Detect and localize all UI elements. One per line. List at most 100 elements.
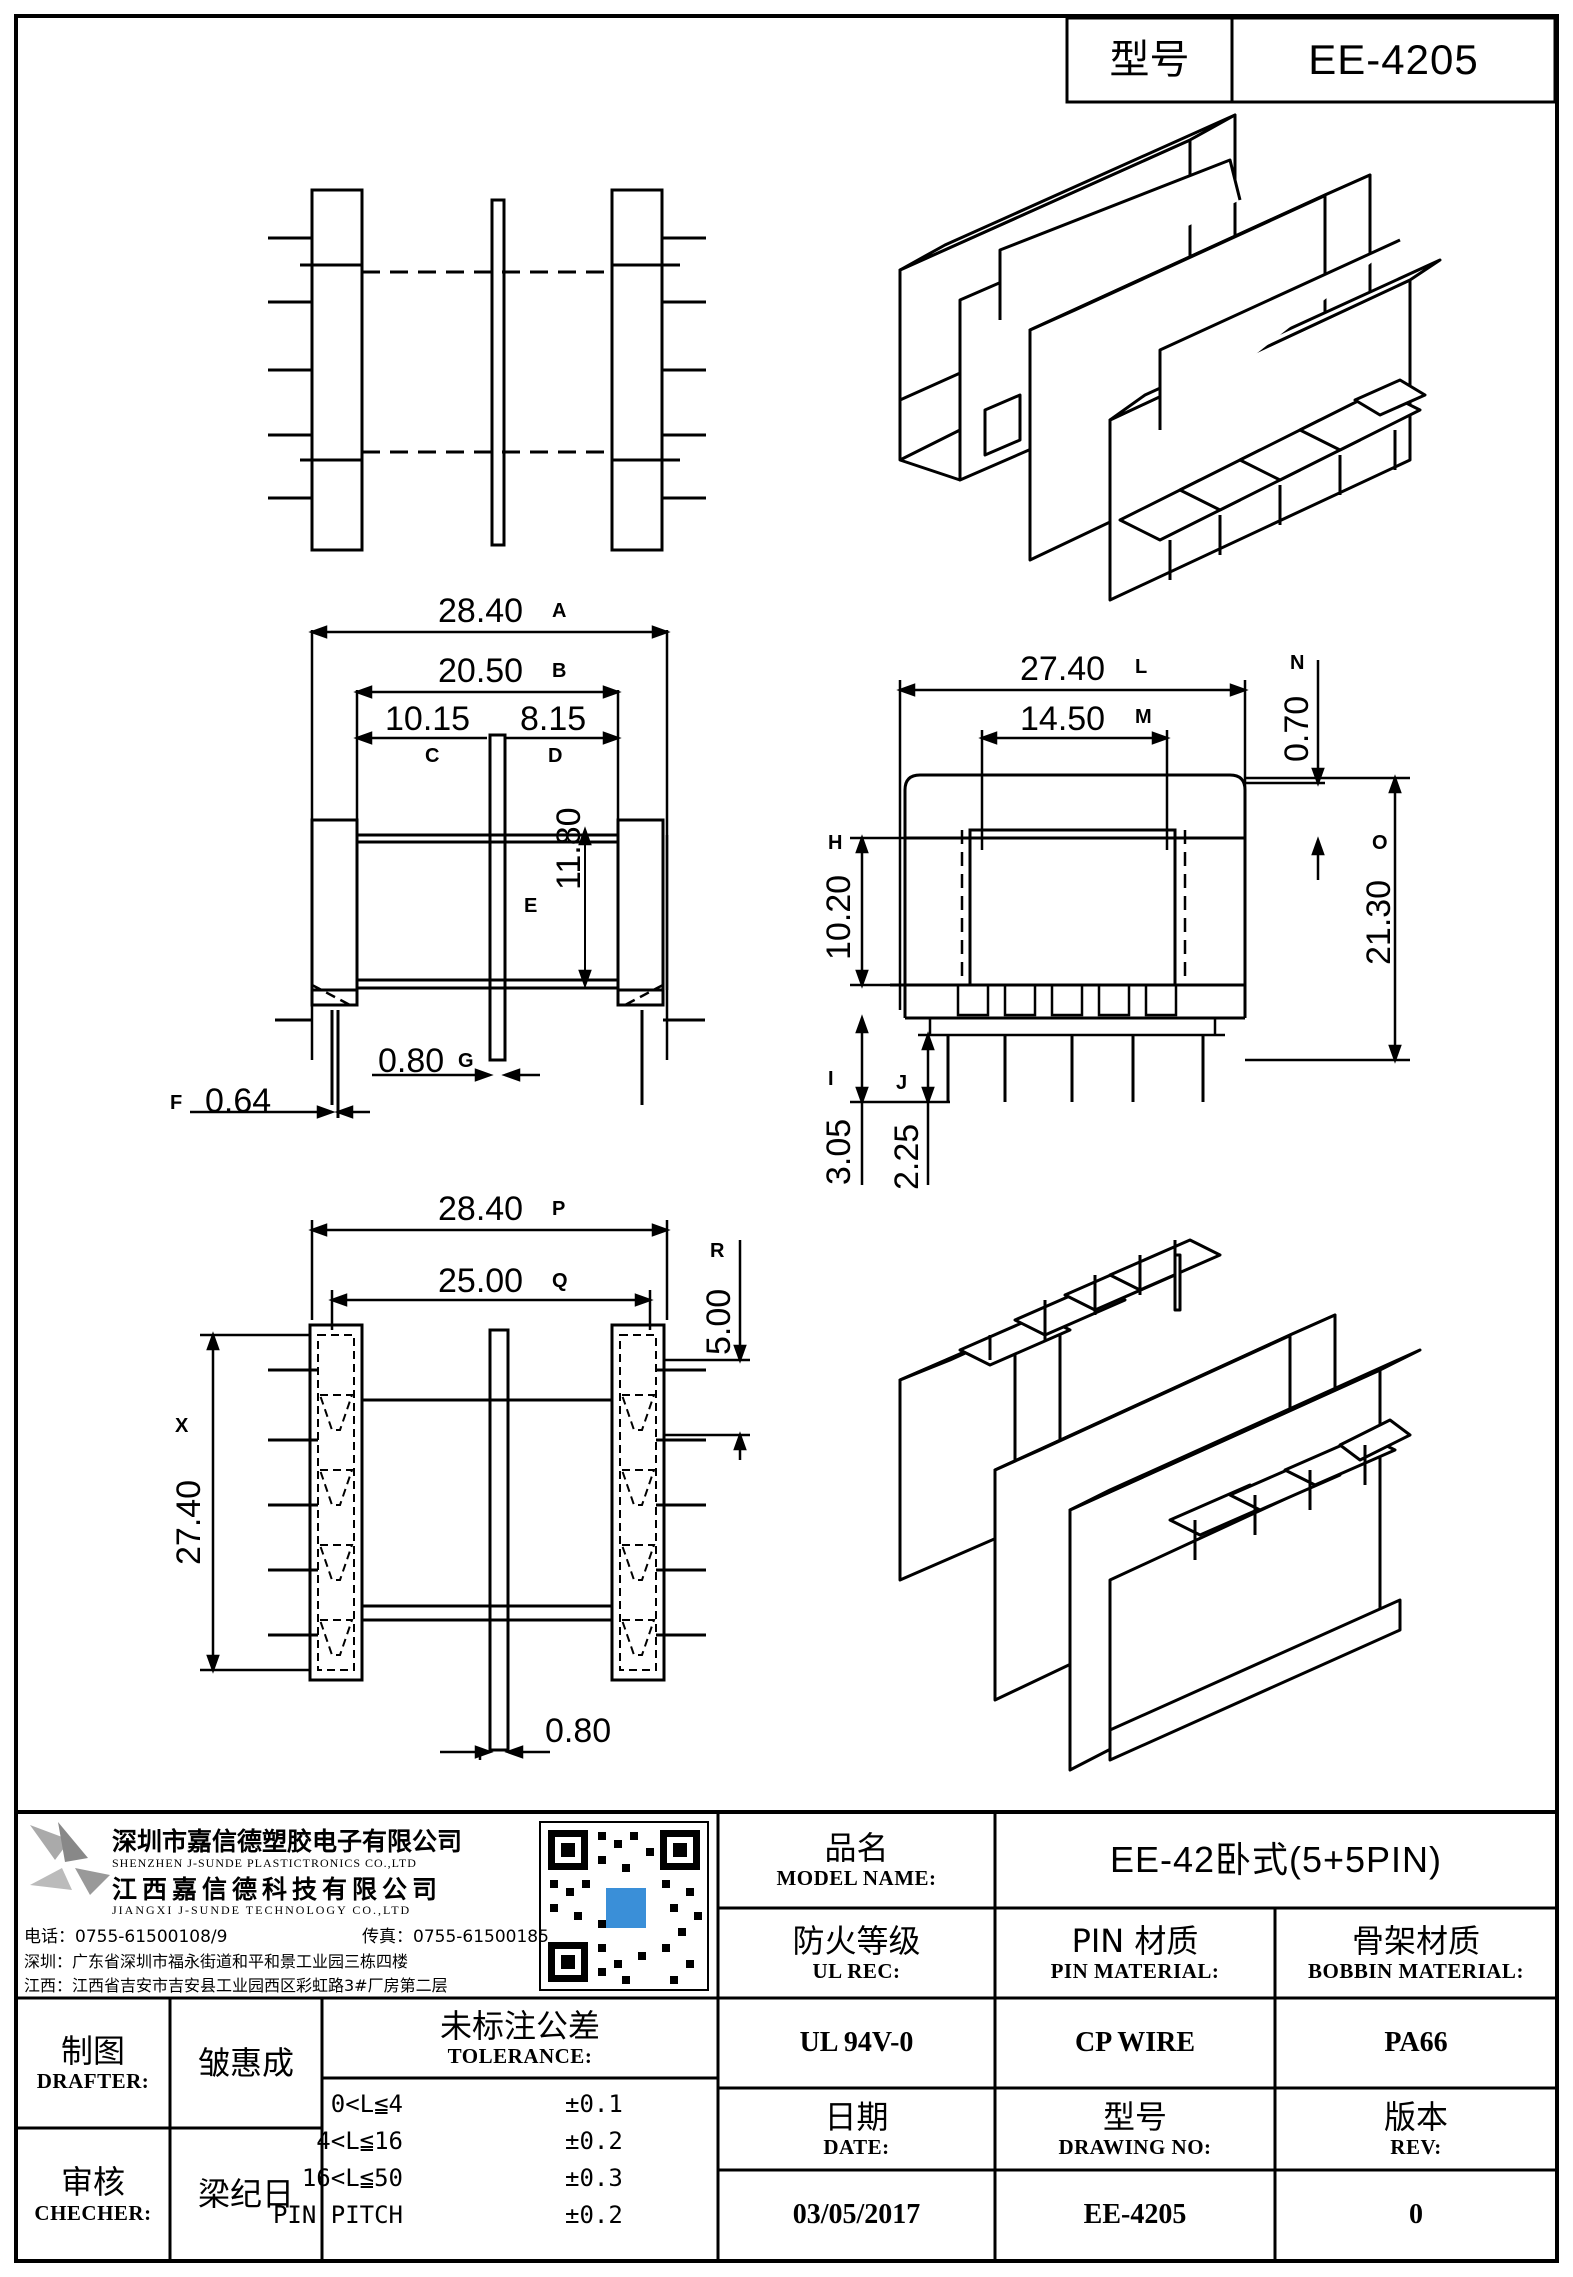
date-label: 日期 DATE: [720, 2090, 993, 2168]
dim-n-id: N [1290, 652, 1305, 674]
dim-q-id: Q [552, 1270, 568, 1292]
ul-rec-label: 防火等级 UL REC: [720, 1910, 993, 1996]
dim-o-value: 21.30 [1360, 879, 1398, 965]
dim-j-id: J [896, 1072, 908, 1094]
company-address-jiangxi: 江西：江西省吉安市吉安县工业园西区彩虹路3#厂房第二层 [24, 1976, 448, 1995]
tolerance-value-3: ±0.3 [565, 2164, 623, 2192]
dim-d-value: 8.15 [520, 700, 587, 738]
company-name-cn-2: 江西嘉信德科技有限公司 [112, 1875, 443, 1904]
drafter-label: 制图 DRAFTER: [18, 2000, 168, 2126]
date-label-cn: 日期 [824, 2097, 889, 2136]
dim-a-id: A [552, 600, 567, 622]
date-value: 03/05/2017 [792, 2199, 921, 2231]
drafter-label-cn: 制图 [60, 2031, 125, 2070]
model-name-value: EE-42卧式(5+5PIN) [1109, 1839, 1443, 1881]
rev-label-en: REV: [1390, 2135, 1442, 2160]
tolerance-range-4: PIN PITCH [272, 2201, 403, 2229]
dim-g-value: 0.80 [378, 1042, 445, 1080]
dim-h-value: 10.20 [820, 874, 858, 960]
dim-r-id: R [710, 1240, 725, 1262]
pin-material-value: CP WIRE [1074, 2026, 1196, 2058]
rev-value: 0 [1409, 2199, 1423, 2231]
dim-p-value: 28.40 [438, 1190, 524, 1228]
dim-l-id: L [1135, 656, 1148, 678]
company-logo [30, 1822, 110, 1895]
drawing-no-label-cn: 型号 [1102, 2097, 1167, 2136]
dim-o-id: O [1372, 832, 1388, 854]
company-name-cn-1: 深圳市嘉信德塑胶电子有限公司 [112, 1827, 463, 1856]
tolerance-value-1: ±0.1 [565, 2090, 623, 2118]
dim-c-value: 10.15 [385, 700, 471, 738]
company-address-shenzhen: 深圳：广东省深圳市福永街道和平和景工业园三栋四楼 [24, 1952, 409, 1971]
company-name-en-1: SHENZHEN J-SUNDE PLASTICTRONICS CO.,LTD [112, 1856, 417, 1870]
bobbin-material-label: 骨架材质 BOBBIN MATERIAL: [1277, 1910, 1555, 1996]
dim-e-value: 11.80 [550, 807, 588, 890]
front-view [190, 625, 705, 1119]
model-name-label-en: MODEL NAME: [776, 1866, 937, 1891]
tolerance-label-en: TOLERANCE: [447, 2044, 593, 2069]
checker-label: 审核 CHECHER: [18, 2130, 168, 2259]
dim-c-id: C [425, 745, 440, 767]
dim-n-value: 0.70 [1278, 695, 1316, 762]
dim-f-value: 0.64 [205, 1082, 272, 1120]
model-header-box [1065, 16, 1557, 104]
rev-label: 版本 REV: [1277, 2090, 1555, 2168]
ul-rec-value: UL 94V-0 [799, 2026, 914, 2058]
model-label: 型号 [1109, 37, 1190, 83]
side-view [850, 660, 1410, 1185]
isometric-view-bottom [898, 1238, 1422, 1772]
dim-e-id: E [524, 895, 538, 917]
dim-x-id: X [175, 1415, 189, 1437]
pin-material-label: PIN 材质 PIN MATERIAL: [997, 1910, 1273, 1996]
tolerance-range-3: 16<L≦50 [301, 2164, 403, 2192]
bobbin-material-value: PA66 [1384, 2026, 1448, 2058]
tolerance-label: 未标注公差 TOLERANCE: [324, 2000, 716, 2076]
tolerance-range-2: 4<L≦16 [316, 2127, 403, 2155]
rev-label-cn: 版本 [1383, 2097, 1448, 2136]
top-view [268, 188, 706, 552]
drafter-name: 皱惠成 [197, 2043, 294, 2082]
dim-j-value: 2.25 [888, 1123, 926, 1190]
dim-d-id: D [548, 745, 563, 767]
bobbin-material-label-cn: 骨架材质 [1351, 1921, 1480, 1960]
pin-material-label-en: PIN MATERIAL: [1050, 1959, 1220, 1984]
dim-b-value: 20.50 [438, 652, 524, 690]
dim-unlabeled-value: 0.80 [545, 1712, 612, 1750]
tolerance-value-4: ±0.2 [565, 2201, 623, 2229]
company-name-en-2: JIANGXI J-SUNDE TECHNOLOGY CO.,LTD [112, 1903, 412, 1917]
model-name-label-cn: 品名 [824, 1828, 889, 1867]
dim-g-id: G [458, 1050, 474, 1072]
ul-rec-label-cn: 防火等级 [792, 1921, 921, 1960]
tolerance-label-cn: 未标注公差 [439, 2006, 600, 2045]
dim-h-id: H [828, 832, 843, 854]
dim-r-value: 5.00 [700, 1288, 738, 1355]
dim-m-value: 14.50 [1020, 700, 1106, 738]
model-value: EE-4205 [1308, 35, 1479, 83]
dim-b-id: B [552, 660, 567, 682]
ul-rec-label-en: UL REC: [812, 1959, 901, 1984]
bobbin-material-label-en: BOBBIN MATERIAL: [1308, 1959, 1524, 1984]
isometric-view-top [898, 113, 1442, 602]
bottom-view [200, 1220, 750, 1760]
company-fax: 传真：0755-61500185 [362, 1927, 549, 1947]
date-label-en: DATE: [823, 2135, 890, 2160]
dim-i-id: I [828, 1068, 834, 1090]
checker-label-en: CHECHER: [34, 2200, 152, 2225]
dim-x-value: 27.40 [170, 1479, 208, 1565]
dim-l-value: 27.40 [1020, 650, 1106, 688]
tolerance-range-1: 0<L≦4 [330, 2090, 403, 2118]
qr-code [539, 1821, 709, 1991]
drawing-no-label: 型号 DRAWING NO: [997, 2090, 1273, 2168]
checker-label-cn: 审核 [60, 2163, 125, 2202]
tolerance-value-2: ±0.2 [565, 2127, 623, 2155]
drawing-no-label-en: DRAWING NO: [1058, 2135, 1212, 2160]
dim-m-id: M [1135, 706, 1152, 728]
dim-f-id: F [170, 1092, 183, 1114]
dim-p-id: P [552, 1198, 566, 1220]
dim-a-value: 28.40 [438, 592, 524, 630]
model-name-label: 品名 MODEL NAME: [720, 1814, 993, 1906]
dim-q-value: 25.00 [438, 1262, 524, 1300]
pin-material-label-cn: PIN 材质 [1071, 1921, 1199, 1960]
sheet-border [14, 14, 1559, 2263]
